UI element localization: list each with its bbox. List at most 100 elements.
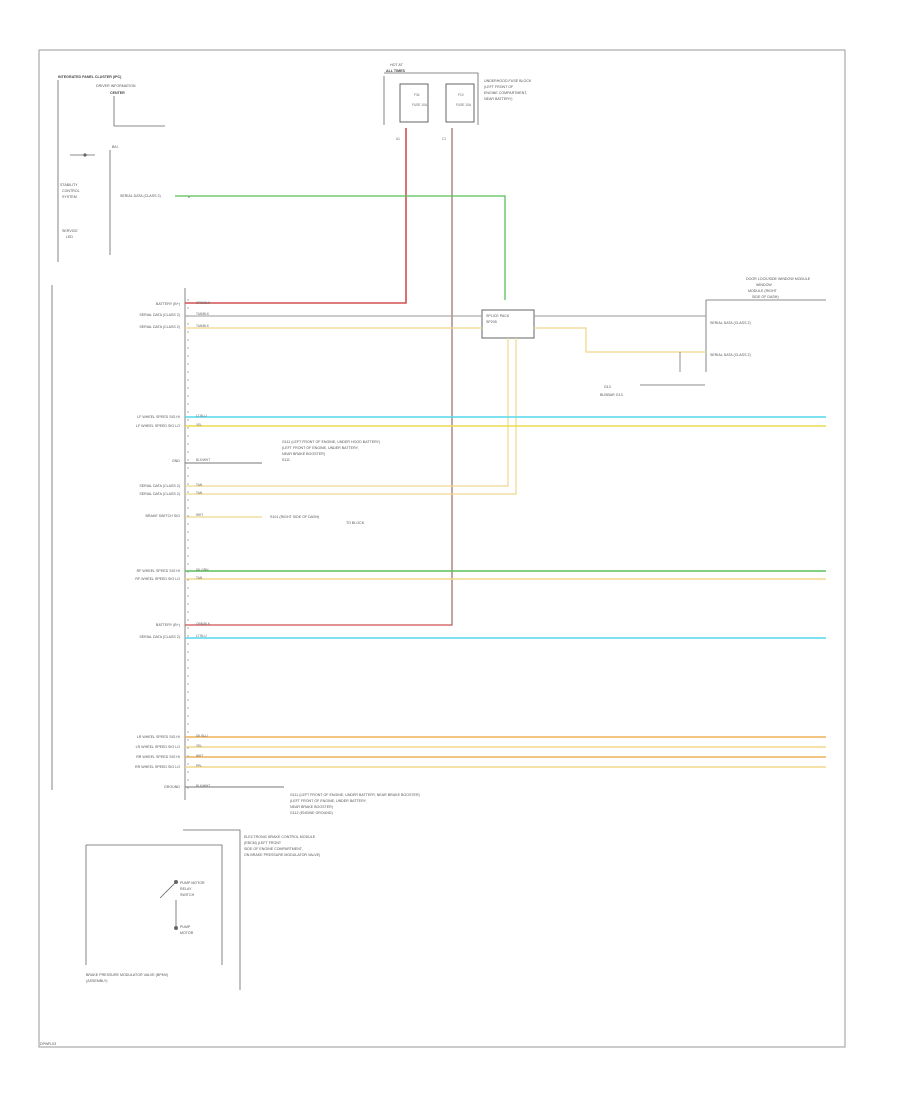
pin-dot bbox=[187, 563, 189, 565]
svg-text:SIDE OF ENGINE COMPARTMENT,: SIDE OF ENGINE COMPARTMENT, bbox=[244, 847, 303, 851]
ebcm-label: ELECTRONIC BRAKE CONTROL MODULE bbox=[244, 835, 316, 839]
connector-label: GROUND bbox=[164, 785, 180, 789]
pin-dot bbox=[187, 659, 189, 661]
connector-label: SERIAL DATA (CLASS 2) bbox=[139, 492, 180, 496]
pin-dot bbox=[187, 771, 189, 773]
connector-label: RR WHEEL SPEED SIG LO bbox=[135, 765, 180, 769]
svg-text:SYSTEM: SYSTEM bbox=[62, 195, 77, 199]
note-g1: G111 (LEFT FRONT OF ENGINE, UNDER HOOD B… bbox=[282, 440, 380, 444]
pin-dot bbox=[187, 747, 189, 749]
svg-text:SIDE OF DASH): SIDE OF DASH) bbox=[752, 295, 779, 299]
pin-dot bbox=[187, 483, 189, 485]
pin-dot bbox=[187, 355, 189, 357]
wire-label: DK BLU bbox=[196, 734, 208, 738]
pin-dot bbox=[187, 579, 189, 581]
pin-dot bbox=[187, 699, 189, 701]
pin-dot bbox=[187, 467, 189, 469]
bpmv-module: ELECTRONIC BRAKE CONTROL MODULE (EBCM) (… bbox=[85, 829, 320, 990]
wire-label: BLK/WHT bbox=[196, 458, 210, 462]
connector-label: SERIAL DATA (CLASS 2) bbox=[139, 325, 180, 329]
pin-dot bbox=[187, 339, 189, 341]
pin-dot bbox=[187, 547, 189, 549]
svg-text:SP205: SP205 bbox=[486, 320, 497, 324]
s1-note: BUSBAR G13 bbox=[600, 393, 623, 397]
svg-text:SERVICE: SERVICE bbox=[62, 229, 78, 233]
svg-text:NEAR BATTERY): NEAR BATTERY) bbox=[484, 97, 512, 101]
pin-dot bbox=[187, 635, 189, 637]
svg-text:A1: A1 bbox=[396, 137, 400, 141]
fuse-block-title: HOT AT bbox=[390, 63, 403, 67]
connector-label: BRAKE SWITCH SIG bbox=[145, 514, 180, 518]
pin-dot bbox=[187, 379, 189, 381]
svg-text:(EBCM) (LEFT FRONT: (EBCM) (LEFT FRONT bbox=[244, 841, 282, 845]
wire-label: TAN/BLK bbox=[196, 324, 210, 328]
pin-dot bbox=[187, 451, 189, 453]
pin-dot bbox=[187, 707, 189, 709]
connector-label: SERIAL DATA (CLASS 2) bbox=[139, 484, 180, 488]
svg-text:SERIAL DATA (CLASS 2): SERIAL DATA (CLASS 2) bbox=[710, 321, 751, 325]
pin-dot bbox=[187, 739, 189, 741]
svg-text:(ASSEMBLY): (ASSEMBLY) bbox=[86, 979, 108, 983]
pin-dot bbox=[187, 371, 189, 373]
diagram-frame bbox=[38, 49, 846, 1048]
pin-dot bbox=[187, 603, 189, 605]
ipc-serial-label: SERIAL DATA (CLASS 2) bbox=[120, 194, 161, 198]
pin-dot bbox=[187, 539, 189, 541]
pin-dot bbox=[187, 435, 189, 437]
wire-group bbox=[175, 128, 826, 788]
pin-dot bbox=[187, 595, 189, 597]
pin-dot bbox=[187, 523, 189, 525]
wire-label: ORN/BLK bbox=[196, 301, 211, 305]
pin-dot bbox=[187, 315, 189, 317]
switch-label: SWITCH bbox=[180, 893, 195, 897]
wire-label: TAN bbox=[196, 576, 203, 580]
pin-dot bbox=[187, 347, 189, 349]
pin-dot bbox=[187, 299, 189, 301]
pin-dot bbox=[187, 627, 189, 629]
wire-label: TAN bbox=[196, 491, 203, 495]
svg-text:(LEFT FRONT OF ENGINE, UNDER B: (LEFT FRONT OF ENGINE, UNDER BATTERY, bbox=[282, 446, 359, 450]
svg-text:LED: LED bbox=[66, 235, 73, 239]
pin-dot bbox=[187, 683, 189, 685]
fuse-block-desc: UNDERHOOD FUSE BLOCK bbox=[484, 79, 532, 83]
ipc-module: INTEGRATED PANEL CLUSTER (IPC) DRIVER IN… bbox=[57, 75, 190, 262]
pin-dot bbox=[187, 363, 189, 365]
footer-code: DPWR-03 bbox=[40, 1042, 56, 1046]
connector-label: LR WHEEL SPEED SIG HI bbox=[137, 735, 180, 739]
door-lock-title: DOOR LOCK/SIDE WINDOW MODULE bbox=[746, 277, 811, 281]
connector-label: SERIAL DATA (CLASS 2) bbox=[139, 313, 180, 317]
connector-label: BATTERY (B+) bbox=[156, 623, 180, 627]
connector-label: RF WHEEL SPEED SIG HI bbox=[137, 569, 180, 573]
pin-dot bbox=[187, 515, 189, 517]
pin-dot bbox=[187, 307, 189, 309]
pin-dot bbox=[187, 395, 189, 397]
svg-text:SERIAL DATA (CLASS 2): SERIAL DATA (CLASS 2) bbox=[710, 353, 751, 357]
svg-text:ENGINE COMPARTMENT,: ENGINE COMPARTMENT, bbox=[484, 91, 527, 95]
connector-label: RF WHEEL SPEED SIG LO bbox=[135, 577, 180, 581]
wire-label: TAN bbox=[196, 483, 203, 487]
ipc-serial-wire bbox=[175, 195, 506, 300]
connector-labels: BATTERY (B+) SERIAL DATA (CLASS 2) SERIAL … bbox=[135, 299, 211, 789]
pin-dot bbox=[187, 475, 189, 477]
pin-dot bbox=[187, 411, 189, 413]
pin-dot bbox=[187, 403, 189, 405]
pin-dot bbox=[187, 507, 189, 509]
svg-text:F10: F10 bbox=[458, 93, 464, 97]
pin-dot bbox=[187, 611, 189, 613]
svg-text:B/U: B/U bbox=[112, 145, 118, 149]
svg-text:S101 (RIGHT SIDE OF DASH): S101 (RIGHT SIDE OF DASH) bbox=[270, 515, 319, 519]
svg-text:MODULE (RIGHT: MODULE (RIGHT bbox=[748, 289, 778, 293]
splice-drop-2 bbox=[185, 338, 517, 495]
door-serial-2 bbox=[534, 327, 706, 353]
svg-text:(LEFT FRONT OF: (LEFT FRONT OF bbox=[484, 85, 514, 89]
wire-label: PPL bbox=[196, 764, 202, 768]
connector-label: GND bbox=[172, 459, 180, 463]
svg-text:TO BLOCK: TO BLOCK bbox=[346, 521, 365, 525]
pin-dot bbox=[187, 427, 189, 429]
connector-label: BATTERY (B+) bbox=[156, 302, 180, 306]
pin-dot bbox=[187, 779, 189, 781]
wire-label: LT BLU bbox=[196, 414, 207, 418]
pin-dot bbox=[187, 499, 189, 501]
svg-text:G112 (ENGINE GROUND): G112 (ENGINE GROUND) bbox=[290, 811, 333, 815]
